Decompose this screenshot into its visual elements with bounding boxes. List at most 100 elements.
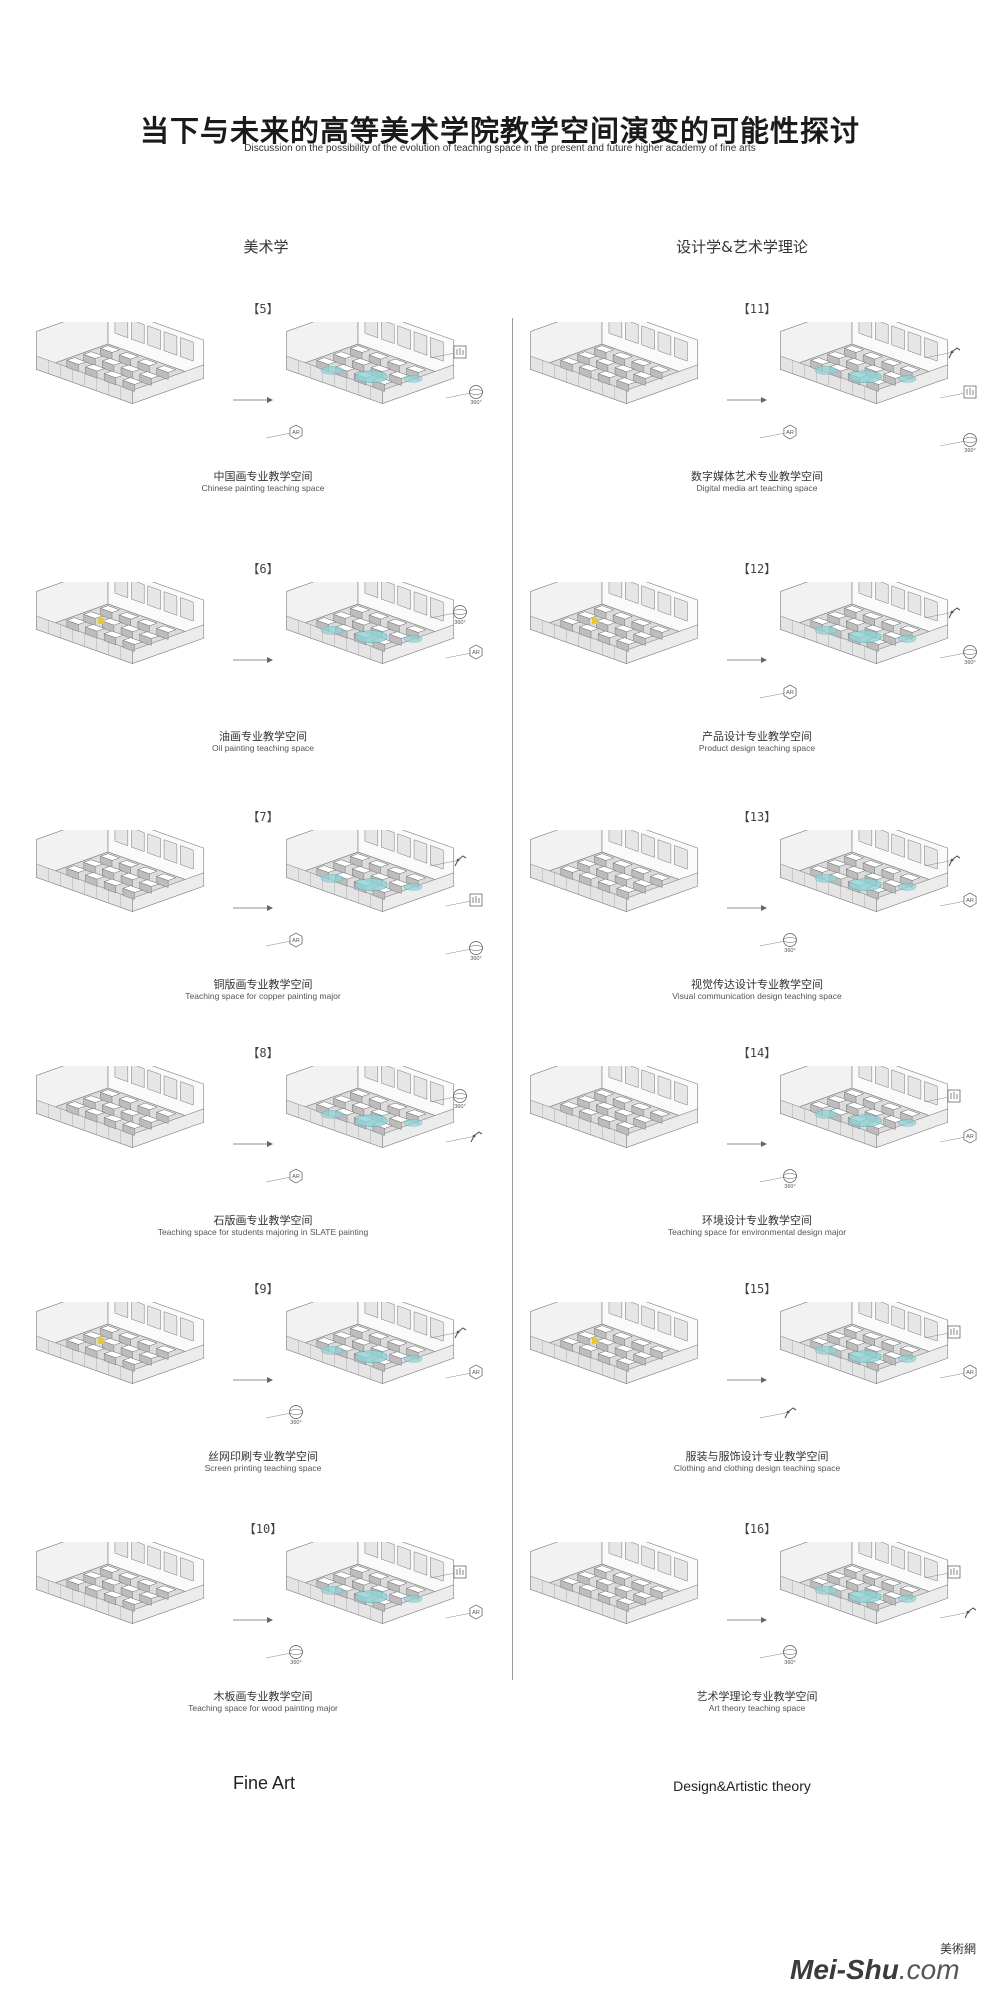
footer-label-design: Design&Artistic theory (673, 1778, 811, 1794)
panel-caption-cn: 铜版画专业教学空间 (213, 978, 313, 991)
ar-icon-label: AR (292, 938, 300, 944)
vr-360-icon: 360° (289, 1645, 303, 1666)
callout-line (923, 859, 955, 867)
arrow-head (761, 1617, 767, 1623)
robot-arm-icon (948, 855, 961, 867)
page-title: 当下与未来的高等美术学院教学空间演变的可能性探讨 (139, 114, 860, 148)
gesture-icon (469, 893, 483, 907)
panel-caption-en: Visual communication design teaching spa… (672, 991, 842, 1001)
panel-number: 【12】 (737, 562, 777, 576)
vr-360-icon: 360° (963, 433, 977, 454)
arrow-head (761, 905, 767, 911)
ar-icon-label: AR (966, 1134, 974, 1140)
vr-icon-label: 360° (964, 660, 975, 666)
future-classroom-illustration (285, 1066, 455, 1148)
panel-caption-cn: 艺术学理论专业教学空间 (696, 1690, 818, 1703)
panel-caption-cn: 视觉传达设计专业教学空间 (691, 978, 823, 991)
current-classroom-illustration (35, 1066, 205, 1148)
panel-number: 【6】 (247, 562, 279, 576)
current-classroom-illustration (35, 582, 205, 664)
ar-icon-label: AR (292, 430, 300, 436)
panel-caption-cn: 石版画专业教学空间 (213, 1214, 313, 1227)
ar-icon: AR (469, 1604, 483, 1620)
logo-cn-text: 美術網 (939, 1942, 976, 1956)
current-classroom-illustration (35, 1302, 205, 1384)
panel-number: 【13】 (737, 810, 777, 824)
ar-icon: AR (963, 1128, 977, 1144)
space-comparison-illustration: 360° (529, 1542, 977, 1666)
panel-number: 【14】 (737, 1046, 777, 1060)
arrow-head (761, 397, 767, 403)
arrow-head (761, 657, 767, 663)
ar-icon-label: AR (786, 430, 794, 436)
vr-360-icon: 360° (289, 1405, 303, 1426)
ar-icon: AR (469, 1364, 483, 1380)
future-classroom-illustration (779, 322, 949, 404)
ar-icon-label: AR (786, 690, 794, 696)
future-classroom-illustration (779, 582, 949, 664)
arrow-head (267, 657, 273, 663)
callout-line (939, 1611, 971, 1619)
site-logo: 美術網 Mei-Shu.com (790, 1940, 990, 1990)
gesture-icon (963, 385, 977, 399)
space-comparison-illustration: AR 360° (529, 830, 977, 954)
arrow-head (761, 1377, 767, 1383)
vr-icon-label: 360° (454, 1104, 465, 1110)
panel-caption-en: Teaching space for copper painting major (185, 991, 341, 1001)
current-classroom-illustration (35, 1542, 205, 1624)
space-comparison-illustration: AR 360° (529, 322, 977, 454)
robot-arm-icon (454, 855, 467, 867)
panel-caption-en: Teaching space for environmental design … (667, 1227, 847, 1237)
vr-360-icon: 360° (453, 1089, 467, 1110)
gesture-icon (947, 1089, 961, 1103)
future-classroom-illustration (779, 1066, 949, 1148)
column-heading-design: 设计学&艺术学理论 (676, 238, 808, 256)
current-classroom-illustration (35, 322, 205, 404)
panel-caption-en: Screen printing teaching space (204, 1463, 322, 1473)
current-classroom-illustration (529, 322, 699, 404)
panel-caption-cn: 环境设计专业教学空间 (702, 1214, 812, 1227)
panel-caption-en: Oil painting teaching space (211, 743, 315, 753)
ar-icon-label: AR (472, 650, 480, 656)
panel-caption-en: Teaching space for wood painting major (188, 1703, 338, 1713)
future-classroom-illustration (285, 830, 455, 912)
robot-arm-icon (454, 1327, 467, 1339)
robot-arm-icon (470, 1131, 483, 1143)
panel-number: 【15】 (737, 1282, 777, 1296)
vr-icon-label: 360° (964, 448, 975, 454)
panel-caption-cn: 木板画专业教学空间 (213, 1690, 313, 1703)
robot-arm-icon (948, 607, 961, 619)
vr-icon-label: 360° (784, 1660, 795, 1666)
future-classroom-illustration (779, 830, 949, 912)
panel-caption-cn: 服装与服饰设计专业教学空间 (685, 1450, 829, 1463)
current-classroom-illustration (529, 1302, 699, 1384)
future-classroom-illustration (285, 582, 455, 664)
panel-number: 【8】 (247, 1046, 279, 1060)
panel-caption-cn: 中国画专业教学空间 (213, 470, 313, 483)
vr-icon-label: 360° (470, 956, 481, 962)
ar-icon-label: AR (966, 898, 974, 904)
arrow-head (761, 1141, 767, 1147)
panel-number: 【10】 (243, 1522, 283, 1536)
callout-line (429, 859, 461, 867)
robot-arm-icon (964, 1607, 977, 1619)
current-classroom-illustration (35, 830, 205, 912)
vr-360-icon: 360° (469, 941, 483, 962)
vr-icon-label: 360° (784, 1184, 795, 1190)
ar-icon: AR (469, 644, 483, 660)
space-comparison-illustration: AR 360° (529, 1066, 977, 1190)
future-classroom-illustration (285, 1542, 455, 1624)
vr-360-icon: 360° (783, 933, 797, 954)
arrow-head (267, 1141, 273, 1147)
logo-suffix: .com (898, 1954, 960, 1985)
future-classroom-illustration (779, 1302, 949, 1384)
arrow-head (267, 1377, 273, 1383)
